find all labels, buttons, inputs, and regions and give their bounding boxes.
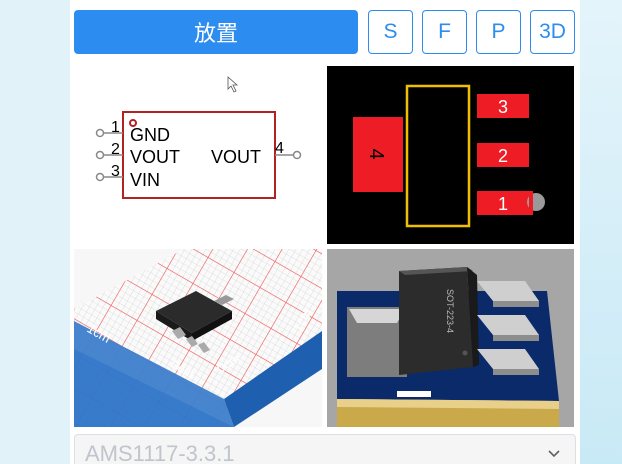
pin-name-3: VIN bbox=[130, 170, 160, 190]
background-left bbox=[0, 0, 70, 464]
symbol-view-button[interactable]: S bbox=[368, 10, 413, 54]
3d-model-preview[interactable]: SOT-223-4 bbox=[327, 249, 574, 427]
pad-label-1: 1 bbox=[498, 194, 508, 214]
pin-number-2: 2 bbox=[111, 141, 120, 158]
pin1-marker bbox=[129, 119, 137, 127]
chevron-down-icon bbox=[548, 450, 560, 458]
pin-name-2: VOUT bbox=[130, 147, 180, 167]
footprint-preview[interactable]: 4 3 2 1 bbox=[327, 66, 574, 244]
pad-label-2: 2 bbox=[498, 146, 508, 166]
pin-number-4: 4 bbox=[275, 140, 284, 157]
pin-end-3 bbox=[95, 172, 105, 182]
pin-end-1 bbox=[95, 128, 105, 138]
schematic-symbol-preview[interactable]: 1 2 3 4 GND VOUT VIN VOUT bbox=[74, 66, 322, 244]
pad-2 bbox=[477, 143, 529, 167]
footprint-view-button[interactable]: F bbox=[422, 10, 467, 54]
product-photo-preview[interactable]: 1cm 0cm 0cm 1cm bbox=[74, 249, 322, 427]
silkscreen-outline bbox=[405, 84, 471, 228]
pin-number-1: 1 bbox=[111, 119, 120, 136]
pin-number-3: 3 bbox=[111, 163, 120, 180]
background-right bbox=[580, 0, 622, 464]
photo-view-button[interactable]: P bbox=[476, 10, 521, 54]
3d-view-button[interactable]: 3D bbox=[530, 10, 575, 54]
pad-3 bbox=[477, 94, 529, 118]
component-preview-panel: 放置 S F P 3D 1 2 3 4 GND bbox=[70, 0, 580, 464]
package-marking: SOT-223-4 bbox=[445, 289, 455, 333]
pin-name-1: GND bbox=[130, 125, 170, 145]
pin-end-2 bbox=[95, 150, 105, 160]
place-button[interactable]: 放置 bbox=[74, 10, 358, 54]
pad-label-4: 4 bbox=[365, 148, 387, 159]
toolbar: 放置 S F P 3D bbox=[74, 10, 576, 54]
mouse-cursor-icon bbox=[227, 76, 239, 93]
pad-4 bbox=[353, 117, 403, 192]
pin-end-4 bbox=[292, 150, 302, 160]
pin-name-4: VOUT bbox=[211, 147, 261, 167]
pad-label-3: 3 bbox=[498, 97, 508, 117]
pad-1 bbox=[477, 191, 529, 215]
part-number-value: AMS1117-3.3.1 bbox=[85, 441, 235, 464]
part-number-select[interactable]: AMS1117-3.3.1 bbox=[74, 434, 576, 464]
